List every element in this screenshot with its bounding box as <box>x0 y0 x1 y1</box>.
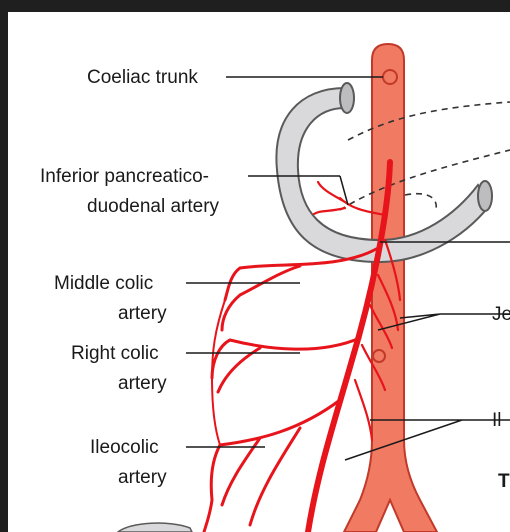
top-border <box>0 0 510 12</box>
duodenum-cut-end-top <box>339 82 355 114</box>
ileocolic-artery <box>202 398 342 532</box>
diagram-panel <box>8 12 510 532</box>
label-ileal-cut: Il <box>492 410 502 431</box>
aorta <box>342 42 439 532</box>
leader-inf-pancreatico-2 <box>339 175 349 206</box>
label-ileocolic-line1: Ileocolic <box>90 437 159 458</box>
label-right-colic-line1: Right colic <box>71 343 159 364</box>
label-middle-colic-line1: Middle colic <box>54 273 153 294</box>
partial-structure-bottom-left <box>116 522 193 532</box>
jejunal-branches <box>353 238 402 442</box>
label-middle-colic-line2: artery <box>118 303 167 324</box>
leader-jejunal <box>377 313 510 331</box>
right-colic-artery <box>210 336 362 394</box>
left-border <box>0 12 8 532</box>
label-right-colic-line2: artery <box>118 373 167 394</box>
label-coeliac-trunk: Coeliac trunk <box>87 67 198 88</box>
pancreas-outline <box>339 101 510 213</box>
label-jejunal-cut: Je <box>492 304 510 325</box>
ima-origin-marker <box>372 349 386 363</box>
middle-colic-artery <box>220 246 380 332</box>
leader-ileal <box>344 419 510 461</box>
label-inf-pancreatico-line2: duodenal artery <box>87 196 220 217</box>
superior-mesenteric-artery <box>305 159 393 532</box>
marginal-arcade <box>210 299 226 446</box>
duodenum-cut-end-right <box>477 180 493 212</box>
label-inf-pancreatico-line1: Inferior pancreatico- <box>40 166 209 187</box>
label-bottom-cut: T <box>498 471 510 492</box>
label-ileocolic-line2: artery <box>118 467 167 488</box>
inf-pancreaticoduodenal-artery <box>312 180 387 217</box>
